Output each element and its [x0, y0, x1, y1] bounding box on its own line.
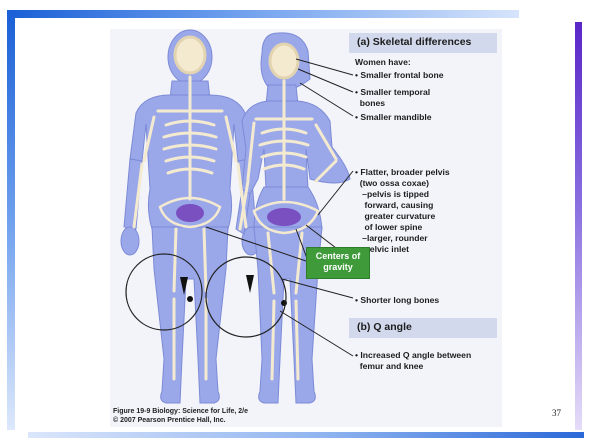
label-frontal-bone: • Smaller frontal bone	[355, 70, 444, 81]
page-number: 37	[552, 408, 561, 418]
frame-left-bar	[7, 10, 15, 430]
panel-a-heading-text: (a) Skeletal differences	[357, 36, 471, 48]
panel-b-heading: (b) Q angle	[349, 318, 497, 338]
frame-right-bar	[575, 22, 582, 430]
frame-top-bar	[7, 10, 519, 18]
label-q-angle: • Increased Q angle between femur and kn…	[355, 350, 471, 372]
frame-bottom-bar	[28, 432, 584, 438]
label-pelvis: • Flatter, broader pelvis (two ossa coxa…	[355, 167, 450, 255]
figure-caption: Figure 19-9 Biology: Science for Life, 2…	[113, 407, 248, 425]
centers-of-gravity-box: Centers of gravity	[306, 247, 370, 279]
female-pelvic-inlet	[267, 208, 301, 226]
centers-of-gravity-label: Centers of gravity	[307, 251, 369, 273]
label-long-bones: • Shorter long bones	[355, 295, 439, 306]
label-temporal-bones: • Smaller temporal bones	[355, 87, 430, 109]
label-mandible: • Smaller mandible	[355, 112, 432, 123]
panel-b-heading-text: (b) Q angle	[357, 321, 412, 333]
male-pelvic-inlet	[176, 204, 204, 222]
panel-a-heading: (a) Skeletal differences	[349, 33, 497, 53]
panel-a-intro: Women have:	[355, 57, 411, 68]
